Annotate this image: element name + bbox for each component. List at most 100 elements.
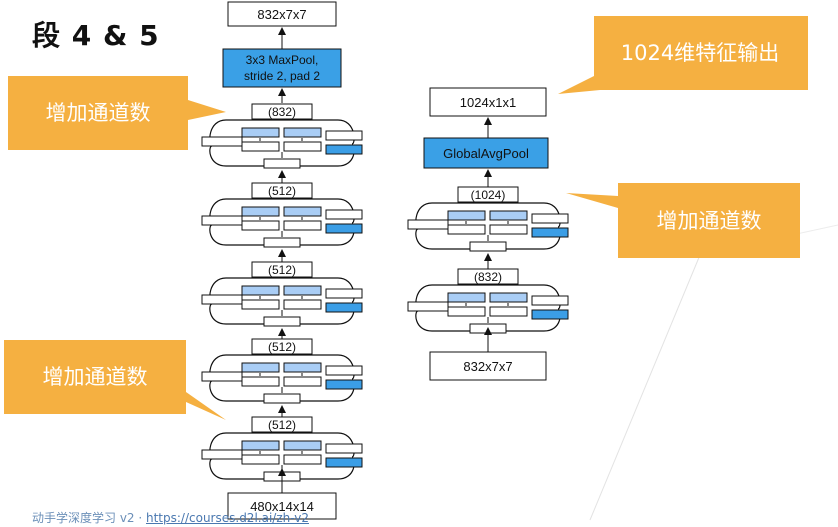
right-output-box bbox=[429, 87, 547, 117]
callout-left-top: 增加通道数 bbox=[8, 76, 226, 150]
callout-left-bottom: 增加通道数 bbox=[4, 340, 226, 420]
footer-link[interactable]: https://courses.d2l.ai/zh-v2 bbox=[146, 511, 309, 525]
left-input-box bbox=[227, 492, 337, 520]
footer-text: 动手学深度学习 v2 · bbox=[32, 511, 146, 525]
branch-box bbox=[201, 215, 243, 226]
branch-box bbox=[531, 227, 569, 238]
split-box bbox=[263, 393, 301, 404]
branch-box bbox=[283, 362, 322, 373]
left-inception-stack: (832) (512) (512) (512) (512) bbox=[201, 103, 363, 482]
branch-box bbox=[447, 306, 486, 317]
slide-title: 段 4 & 5 bbox=[32, 19, 160, 52]
branch-box bbox=[325, 130, 363, 141]
inception-block: (832) bbox=[407, 268, 569, 334]
branch-box bbox=[325, 443, 363, 454]
split-box bbox=[469, 241, 507, 252]
branch-box bbox=[325, 209, 363, 220]
branch-box bbox=[201, 136, 243, 147]
global-avg-pool-box bbox=[423, 137, 549, 169]
right-input-box bbox=[429, 351, 547, 381]
branch-box bbox=[531, 213, 569, 224]
branch-box bbox=[241, 299, 280, 310]
branch-box bbox=[283, 299, 322, 310]
left-output-box bbox=[227, 1, 337, 27]
right-input-label: 832x7x7 bbox=[463, 359, 512, 374]
branch-box bbox=[283, 206, 322, 217]
branch-box bbox=[325, 365, 363, 376]
branch-box bbox=[201, 449, 243, 460]
branch-box bbox=[241, 285, 280, 296]
branch-box bbox=[283, 220, 322, 231]
callout-right-mid: 增加通道数 bbox=[566, 183, 800, 258]
branch-box bbox=[241, 141, 280, 152]
callout-shape bbox=[4, 340, 226, 420]
branch-box bbox=[325, 288, 363, 299]
inception-block: (512) bbox=[201, 338, 363, 404]
branch-box bbox=[201, 294, 243, 305]
inception-block: (512) bbox=[201, 182, 363, 248]
branch-box bbox=[447, 292, 486, 303]
inception-block: (512) bbox=[201, 261, 363, 327]
branch-box bbox=[325, 457, 363, 468]
concat-box bbox=[251, 338, 313, 355]
left-input-label: 480x14x14 bbox=[250, 499, 314, 514]
concat-box bbox=[251, 103, 313, 120]
channel-label: (1024) bbox=[471, 188, 506, 202]
branch-box bbox=[283, 285, 322, 296]
branch-box bbox=[241, 220, 280, 231]
branch-box bbox=[325, 144, 363, 155]
branch-box bbox=[447, 210, 486, 221]
split-box bbox=[263, 237, 301, 248]
callout-shape bbox=[558, 16, 808, 94]
callout-left-bottom-text: 增加通道数 bbox=[43, 365, 148, 389]
concat-box bbox=[457, 268, 519, 285]
branch-box bbox=[241, 440, 280, 451]
branch-box bbox=[241, 127, 280, 138]
concat-box bbox=[251, 182, 313, 199]
inception-block: (832) bbox=[201, 103, 363, 169]
split-box bbox=[263, 158, 301, 169]
concat-box bbox=[457, 186, 519, 203]
concat-box bbox=[251, 416, 313, 433]
branch-box bbox=[531, 295, 569, 306]
channel-label: (832) bbox=[268, 105, 296, 119]
branch-box bbox=[325, 302, 363, 313]
branch-box bbox=[241, 376, 280, 387]
branch-box bbox=[283, 127, 322, 138]
channel-label: (512) bbox=[268, 184, 296, 198]
branch-box bbox=[283, 141, 322, 152]
branch-box bbox=[531, 309, 569, 320]
callout-right-mid-text: 增加通道数 bbox=[657, 209, 762, 233]
channel-label: (512) bbox=[268, 340, 296, 354]
branch-box bbox=[201, 371, 243, 382]
maxpool-label-line1: 3x3 MaxPool, bbox=[246, 53, 319, 67]
left-column: 832x7x7 3x3 MaxPool, stride 2, pad 2 (83… bbox=[201, 1, 363, 520]
branch-box bbox=[241, 362, 280, 373]
right-output-label: 1024x1x1 bbox=[460, 95, 516, 110]
callout-shape bbox=[8, 76, 226, 150]
concat-box bbox=[251, 261, 313, 278]
maxpool-box bbox=[222, 48, 342, 88]
branch-box bbox=[489, 292, 528, 303]
right-inception-stack: (1024) (832) bbox=[407, 186, 569, 334]
decorative-line bbox=[589, 254, 701, 521]
branch-box bbox=[447, 224, 486, 235]
branch-box bbox=[241, 206, 280, 217]
footer: 动手学深度学习 v2 · https://courses.d2l.ai/zh-v… bbox=[32, 509, 309, 526]
callout-right-top: 1024维特征输出 bbox=[558, 16, 808, 94]
left-output-label: 832x7x7 bbox=[257, 7, 306, 22]
split-box bbox=[263, 316, 301, 327]
branch-box bbox=[489, 306, 528, 317]
branch-box bbox=[325, 223, 363, 234]
branch-box bbox=[489, 210, 528, 221]
branch-box bbox=[325, 379, 363, 390]
channel-label: (512) bbox=[268, 418, 296, 432]
channel-label: (832) bbox=[474, 270, 502, 284]
branch-box bbox=[407, 219, 449, 230]
callout-right-top-text: 1024维特征输出 bbox=[621, 41, 779, 65]
channel-label: (512) bbox=[268, 263, 296, 277]
branch-box bbox=[283, 440, 322, 451]
branch-box bbox=[241, 454, 280, 465]
callout-left-top-text: 增加通道数 bbox=[46, 101, 151, 125]
